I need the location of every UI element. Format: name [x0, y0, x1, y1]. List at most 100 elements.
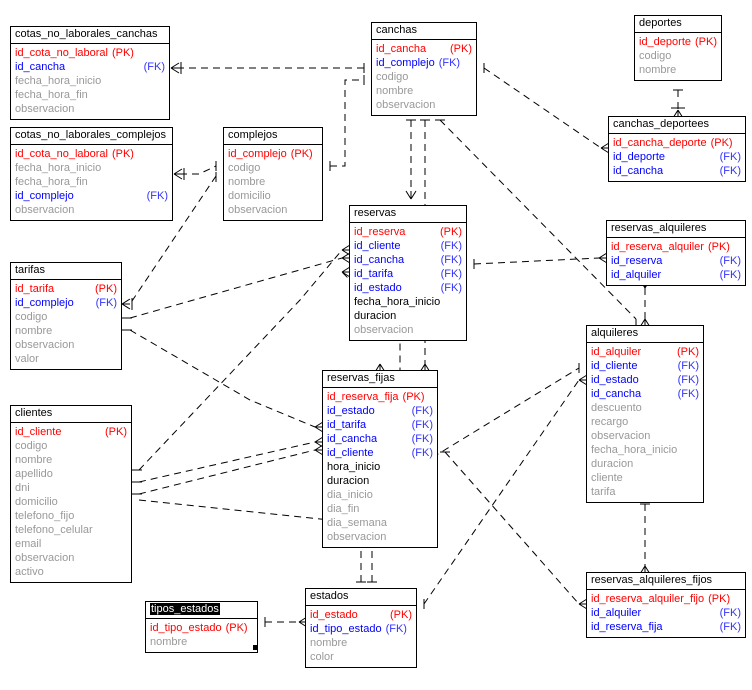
attribute-row[interactable]: codigo: [228, 161, 318, 175]
attribute-row[interactable]: codigo: [15, 310, 117, 324]
entity-title[interactable]: estados: [306, 589, 416, 606]
entity-title[interactable]: canchas_deportees: [609, 117, 745, 134]
entity-title[interactable]: canchas: [372, 23, 476, 40]
attribute-row[interactable]: duracion: [354, 309, 462, 323]
attribute-row[interactable]: dni: [15, 481, 127, 495]
attribute-row[interactable]: id_deporte(FK): [613, 150, 741, 164]
attribute-row[interactable]: observacion: [354, 323, 462, 337]
attribute-row[interactable]: id_tipo_estado(FK): [310, 622, 412, 636]
entity-title[interactable]: cotas_no_laborales_complejos: [11, 128, 172, 145]
attribute-row[interactable]: id_cancha(FK): [354, 253, 462, 267]
attribute-row[interactable]: nombre: [15, 453, 127, 467]
attribute-row[interactable]: nombre: [639, 63, 717, 77]
selection-handle[interactable]: [253, 645, 258, 650]
entity-title[interactable]: deportes: [635, 16, 721, 33]
attribute-row[interactable]: observacion: [15, 203, 168, 217]
attribute-row[interactable]: fecha_hora_fin: [15, 175, 168, 189]
attribute-row[interactable]: telefono_celular: [15, 523, 127, 537]
attribute-row[interactable]: nombre: [228, 175, 318, 189]
entity-cotas-no-laborales-complejos[interactable]: cotas_no_laborales_complejos id_cota_no_l…: [10, 127, 173, 221]
attribute-row[interactable]: codigo: [376, 70, 472, 84]
attribute-row[interactable]: id_reserva_alquiler_fijo(PK): [591, 592, 741, 606]
attribute-row[interactable]: id_cancha(FK): [613, 164, 741, 178]
attribute-row[interactable]: codigo: [639, 49, 717, 63]
attribute-row[interactable]: observacion: [15, 102, 165, 116]
entity-title[interactable]: clientes: [11, 406, 131, 423]
attribute-row[interactable]: id_tarifa(FK): [327, 418, 433, 432]
attribute-row[interactable]: id_reserva(PK): [354, 225, 462, 239]
attribute-row[interactable]: duracion: [591, 457, 699, 471]
attribute-row[interactable]: fecha_hora_inicio: [15, 74, 165, 88]
attribute-row[interactable]: apellido: [15, 467, 127, 481]
entity-cotas-no-laborales-canchas[interactable]: cotas_no_laborales_canchas id_cota_no_lab…: [10, 26, 170, 120]
attribute-row[interactable]: observacion: [327, 530, 433, 544]
attribute-row[interactable]: duracion: [327, 474, 433, 488]
attribute-row[interactable]: id_cota_no_laboral(PK): [15, 147, 168, 161]
attribute-row[interactable]: id_tarifa(PK): [15, 282, 117, 296]
attribute-row[interactable]: observacion: [376, 98, 472, 112]
attribute-row[interactable]: dia_semana: [327, 516, 433, 530]
attribute-row[interactable]: fecha_hora_inicio: [354, 295, 462, 309]
attribute-row[interactable]: id_cota_no_laboral(PK): [15, 46, 165, 60]
attribute-row[interactable]: id_cancha(FK): [327, 432, 433, 446]
attribute-row[interactable]: nombre: [376, 84, 472, 98]
attribute-row[interactable]: observacion: [228, 203, 318, 217]
attribute-row[interactable]: id_complejo(FK): [376, 56, 472, 70]
attribute-row[interactable]: domicilio: [15, 495, 127, 509]
attribute-row[interactable]: activo: [15, 565, 127, 579]
entity-title[interactable]: alquileres: [587, 326, 703, 343]
attribute-row[interactable]: nombre: [310, 636, 412, 650]
attribute-row[interactable]: id_estado(FK): [591, 373, 699, 387]
entity-title[interactable]: tipos_estados: [146, 602, 257, 619]
attribute-row[interactable]: id_complejo(PK): [228, 147, 318, 161]
attribute-row[interactable]: color: [310, 650, 412, 664]
entity-tipos-estados[interactable]: tipos_estados id_tipo_estado(PK)nombre: [145, 601, 258, 653]
entity-canchas[interactable]: canchas id_cancha(PK)id_complejo(FK)codig…: [371, 22, 477, 116]
attribute-row[interactable]: dia_inicio: [327, 488, 433, 502]
attribute-row[interactable]: id_cancha(FK): [15, 60, 165, 74]
entity-title[interactable]: complejos: [224, 128, 322, 145]
attribute-row[interactable]: descuento: [591, 401, 699, 415]
attribute-row[interactable]: email: [15, 537, 127, 551]
attribute-row[interactable]: id_tipo_estado(PK): [150, 621, 253, 635]
attribute-row[interactable]: id_alquiler(FK): [611, 268, 741, 282]
attribute-row[interactable]: cliente: [591, 471, 699, 485]
attribute-row[interactable]: dia_fin: [327, 502, 433, 516]
attribute-row[interactable]: id_tarifa(FK): [354, 267, 462, 281]
attribute-row[interactable]: id_deporte(PK): [639, 35, 717, 49]
attribute-row[interactable]: recargo: [591, 415, 699, 429]
attribute-row[interactable]: id_cliente(FK): [354, 239, 462, 253]
attribute-row[interactable]: valor: [15, 352, 117, 366]
attribute-row[interactable]: id_cliente(FK): [327, 446, 433, 460]
attribute-row[interactable]: id_estado(FK): [354, 281, 462, 295]
attribute-row[interactable]: id_cancha_deporte(PK): [613, 136, 741, 150]
attribute-row[interactable]: tarifa: [591, 485, 699, 499]
attribute-row[interactable]: domicilio: [228, 189, 318, 203]
attribute-row[interactable]: id_cancha(FK): [591, 387, 699, 401]
attribute-row[interactable]: nombre: [15, 324, 117, 338]
attribute-row[interactable]: hora_inicio: [327, 460, 433, 474]
attribute-row[interactable]: id_reserva_fija(FK): [591, 620, 741, 634]
attribute-row[interactable]: nombre: [150, 635, 253, 649]
attribute-row[interactable]: fecha_hora_inicio: [591, 443, 699, 457]
entity-title[interactable]: cotas_no_laborales_canchas: [11, 27, 169, 44]
attribute-row[interactable]: id_alquiler(FK): [591, 606, 741, 620]
attribute-row[interactable]: id_complejo(FK): [15, 296, 117, 310]
attribute-row[interactable]: id_cancha(PK): [376, 42, 472, 56]
attribute-row[interactable]: id_reserva(FK): [611, 254, 741, 268]
entity-title[interactable]: reservas_fijas: [323, 371, 437, 388]
attribute-row[interactable]: fecha_hora_inicio: [15, 161, 168, 175]
attribute-row[interactable]: codigo: [15, 439, 127, 453]
attribute-row[interactable]: observacion: [15, 338, 117, 352]
